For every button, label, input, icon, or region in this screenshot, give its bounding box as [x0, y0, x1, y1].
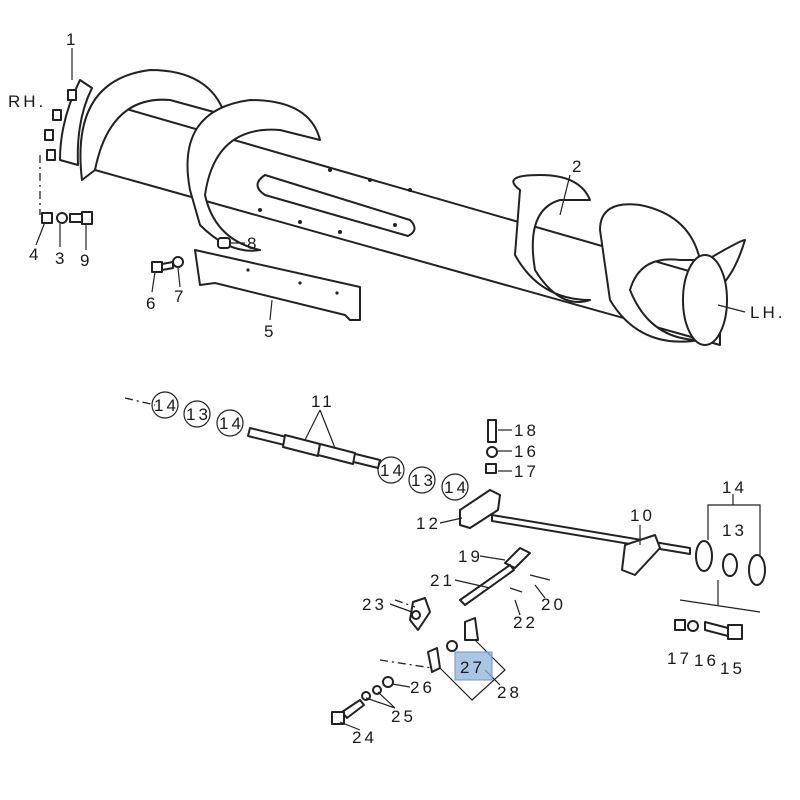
callout-14e[interactable]: 14	[722, 478, 747, 497]
callout-21[interactable]: 21	[430, 571, 455, 590]
callout-23[interactable]: 23	[362, 595, 387, 614]
callout-13a[interactable]: 13	[186, 405, 211, 424]
callout-14a[interactable]: 14	[154, 396, 179, 415]
bolt-24	[341, 699, 365, 719]
side-label-lh: LH.	[750, 303, 785, 322]
drive-drawing	[124, 397, 766, 725]
end-flange	[59, 79, 93, 166]
callout-1[interactable]: 1	[66, 30, 78, 49]
callout-11[interactable]: 11	[311, 392, 335, 411]
callout-6[interactable]: 6	[146, 294, 158, 313]
highlight-callout-27[interactable]	[454, 651, 493, 681]
callout-26[interactable]: 26	[410, 678, 435, 697]
rod-21	[459, 564, 515, 606]
callout-17a[interactable]: 17	[514, 462, 539, 481]
callout-19[interactable]: 19	[458, 547, 483, 566]
inspection-slot	[256, 174, 416, 237]
callout-3[interactable]: 3	[55, 249, 67, 268]
callout-13b[interactable]: 13	[411, 471, 436, 490]
callout-16b[interactable]: 16	[694, 651, 719, 670]
leader-lines	[35, 48, 746, 731]
callout-labels: RH. LH. 1 2 3 4 5 6 7 8 9 14 13 14 11 14…	[8, 30, 785, 747]
auger-flight	[79, 69, 226, 181]
support-bracket	[194, 249, 361, 321]
callout-24[interactable]: 24	[352, 728, 377, 747]
tube-end-lh	[682, 254, 728, 346]
callout-10[interactable]: 10	[630, 506, 655, 525]
callout-7[interactable]: 7	[174, 287, 186, 306]
callout-13c[interactable]: 13	[722, 521, 747, 540]
callout-15[interactable]: 15	[720, 659, 745, 678]
callout-18[interactable]: 18	[514, 421, 539, 440]
callout-circles	[151, 391, 469, 501]
callout-4[interactable]: 4	[29, 245, 41, 264]
callout-12[interactable]: 12	[416, 514, 441, 533]
callout-27[interactable]: 27	[460, 658, 485, 677]
callout-2[interactable]: 2	[572, 157, 584, 176]
callout-17b[interactable]: 17	[667, 649, 692, 668]
callout-9[interactable]: 9	[80, 251, 92, 270]
callout-25[interactable]: 25	[391, 707, 416, 726]
auger-drawing	[39, 69, 746, 346]
callout-8[interactable]: 8	[247, 234, 259, 253]
bracket-12	[459, 489, 501, 529]
callout-20[interactable]: 20	[541, 595, 566, 614]
callout-5[interactable]: 5	[264, 322, 276, 341]
callout-22[interactable]: 22	[513, 613, 538, 632]
side-label-rh: RH.	[8, 92, 46, 111]
callout-14c[interactable]: 14	[380, 461, 405, 480]
callout-14d[interactable]: 14	[444, 478, 469, 497]
callout-28[interactable]: 28	[497, 683, 522, 702]
callout-14b[interactable]: 14	[219, 414, 244, 433]
callout-16a[interactable]: 16	[514, 442, 539, 461]
